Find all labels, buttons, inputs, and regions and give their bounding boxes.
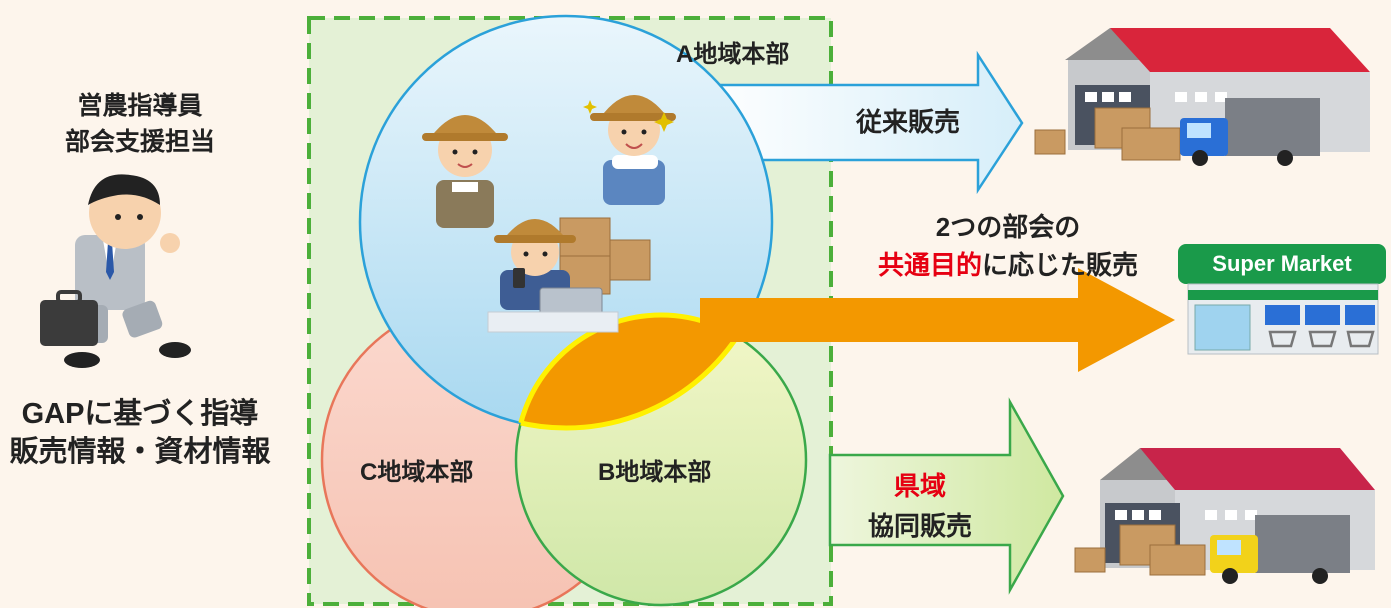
prefecture-sales-label: 協同販売 (867, 511, 972, 541)
prefecture-highlight: 県域 (893, 471, 946, 501)
farmer-with-boxes-icon (487, 217, 651, 333)
supermarket-sign: Super Market (1212, 251, 1352, 276)
staff-role-line2: 部会支援担当 (64, 128, 215, 156)
shared-sales-line2: 共通目的に応じた販売 (848, 247, 1168, 283)
arrow-conventional-sales (697, 50, 1024, 195)
smartphone-icon (513, 268, 525, 288)
region-c-label: C地域本部 (360, 459, 474, 486)
truck-icon (1210, 515, 1350, 584)
shared-sales-highlight: 共通目的 (877, 250, 982, 280)
supermarket-icon (1178, 244, 1386, 355)
staff-duty-line2: 販売情報・資材情報 (9, 436, 271, 468)
staff-role-line1: 営農指導員 (77, 92, 203, 120)
shared-sales-rest: に応じた販売 (982, 250, 1139, 280)
shared-sales-line1: 2つの部会の (935, 212, 1081, 242)
warehouse-icon (1074, 448, 1375, 584)
staff-businessman-icon (40, 174, 191, 368)
region-b-label: B地域本部 (598, 459, 712, 486)
overlap-border (516, 315, 775, 431)
farmer-icon (583, 95, 676, 205)
arrow-shared-purpose-sales (700, 268, 1175, 372)
arrow-prefecture-sales (828, 397, 1065, 595)
region-a-label: A地域本部 (676, 41, 790, 68)
shopping-cart-icon (1268, 330, 1375, 348)
truck-icon (1180, 98, 1320, 166)
farmer-icon (422, 115, 508, 228)
conventional-sales-label: 従来販売 (855, 107, 960, 137)
warehouse-icon (1034, 28, 1370, 166)
staff-duty-line1: GAPに基づく指導 (21, 398, 259, 430)
